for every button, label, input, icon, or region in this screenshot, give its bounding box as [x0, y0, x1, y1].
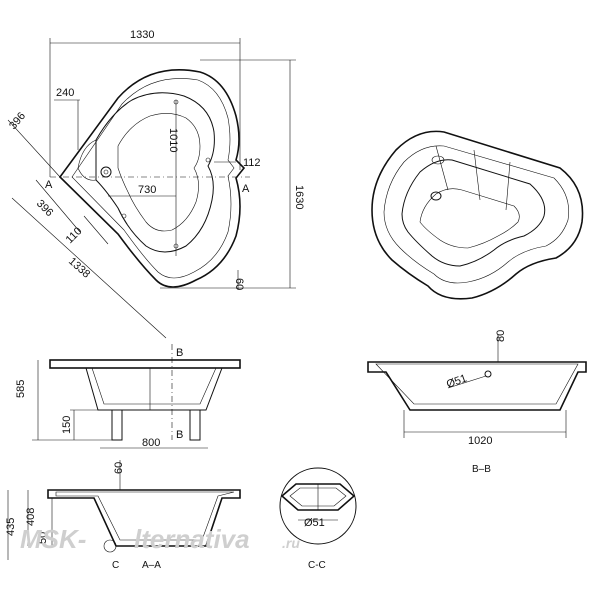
aa-caption: A–A [142, 560, 161, 571]
persp-basin-floor [419, 188, 520, 249]
persp-outer-rim [371, 130, 584, 300]
watermark-right: lternativa [134, 524, 250, 554]
section-aa-view: 435 408 50 60 C A–A [5, 460, 241, 571]
plan-section-mark-right: A [242, 183, 250, 195]
bb-caption: B–B [472, 464, 491, 475]
cc-profile [280, 483, 356, 511]
plan-dim-396-b: 396 [34, 198, 55, 219]
plan-drain [100, 166, 112, 178]
plan-dim-396-a: 396 [7, 110, 28, 132]
aa-dim-60: 60 [113, 462, 125, 474]
bb-outer-profile [367, 361, 587, 411]
bb-dim-1020: 1020 [468, 435, 492, 447]
plan-dim-1330: 1330 [130, 29, 154, 41]
aa-detail-mark: C [112, 560, 119, 571]
perspective-view [371, 130, 584, 300]
plan-dim-60: 60 [233, 278, 245, 290]
front-leg-left [111, 410, 123, 441]
plan-jet-4 [121, 213, 127, 219]
plan-dim-1010: 1010 [167, 128, 179, 152]
cc-detail-circle [279, 467, 357, 545]
plan-dim-240: 240 [56, 87, 74, 99]
front-dim-585: 585 [15, 380, 27, 398]
aa-dim-408: 408 [25, 508, 37, 526]
aa-drain-detail [103, 539, 117, 553]
plan-dim-112: 112 [243, 157, 261, 169]
persp-overflow [431, 155, 445, 165]
section-bb-view: 80 Ø51 1020 B–B [367, 330, 587, 475]
plan-dim-1338-line [11, 197, 167, 339]
front-section-mark-top: B [176, 347, 183, 359]
bb-drain [484, 370, 492, 378]
aa-dim-50: 50 [37, 532, 49, 544]
front-body-inner [91, 367, 217, 405]
front-leg-right [189, 410, 201, 441]
plan-section-mark-left: A [45, 179, 53, 191]
plan-dim-1630: 1630 [293, 185, 305, 209]
plan-outer-rim [58, 69, 246, 288]
front-view: 585 150 800 B B [15, 344, 241, 449]
front-section-mark-bottom: B [176, 429, 183, 441]
persp-edge-2 [473, 149, 481, 201]
plan-dim-110-line [83, 215, 109, 245]
cc-caption: C-C [308, 560, 326, 571]
persp-edge-3 [505, 161, 511, 211]
detail-cc-view: Ø51 C-C [279, 467, 357, 571]
plan-inner-floor [117, 113, 201, 232]
front-dim-150: 150 [61, 416, 73, 434]
plan-dim-110: 110 [64, 225, 85, 246]
plan-jet-2 [205, 157, 211, 163]
aa-outer-profile [47, 489, 241, 547]
plan-dim-1338: 1338 [66, 255, 92, 280]
plan-headrest [77, 139, 97, 181]
front-rim [49, 359, 241, 369]
cc-profile-inner [289, 487, 347, 507]
persp-basin [401, 159, 546, 267]
cc-dim-drain: Ø51 [304, 517, 325, 529]
persp-drain [430, 191, 442, 201]
watermark-left: MSK- [20, 524, 86, 554]
plan-inner-basin [95, 92, 215, 253]
plan-dim-730: 730 [138, 184, 156, 196]
bb-inner-profile [375, 363, 579, 405]
persp-inner-rim [383, 145, 569, 284]
aa-inner-profile [55, 491, 235, 541]
front-body [85, 367, 223, 411]
watermark: MSK- lternativa .ru [20, 524, 300, 554]
plan-view: 1330 1630 1338 396 396 240 1010 730 112 … [7, 29, 305, 339]
plan-dim-396b-line [35, 179, 81, 233]
front-dim-800: 800 [142, 437, 160, 449]
plan-outer-rim-inner [71, 78, 235, 279]
watermark-suffix: .ru [282, 535, 300, 551]
plan-dim-396a-line [7, 119, 61, 178]
persp-edge-1 [435, 145, 449, 191]
plan-drain-inner [103, 169, 109, 175]
bb-drain-leader [447, 375, 487, 389]
bb-dim-80: 80 [495, 330, 507, 342]
bb-dim-drain: Ø51 [445, 372, 469, 390]
aa-dim-435: 435 [5, 518, 17, 536]
